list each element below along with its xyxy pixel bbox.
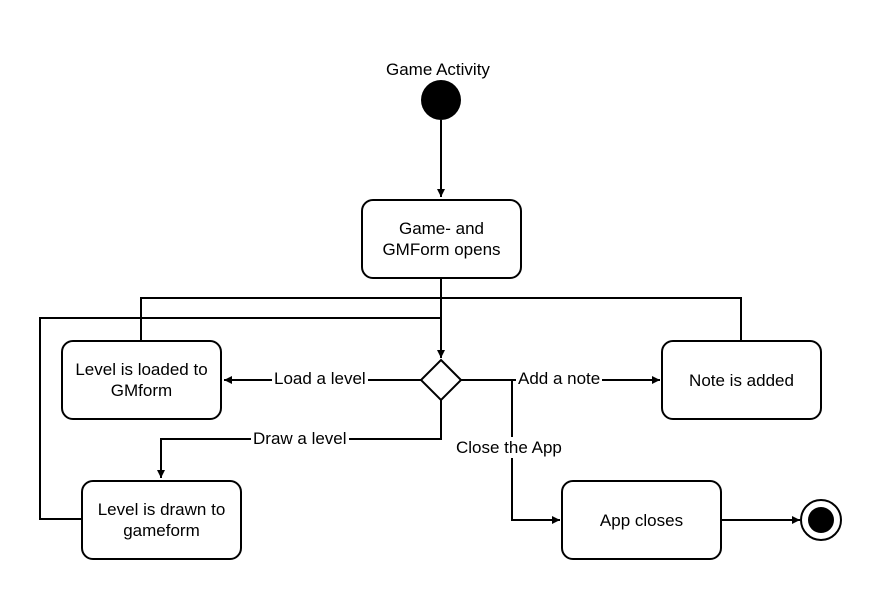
node-level-loaded-label: Level is loaded to GMform [75, 360, 208, 400]
node-game-opens: Game- and GMForm opens [361, 199, 522, 279]
edge-label-load-level: Load a level [272, 368, 368, 389]
edge-label-add-note: Add a note [516, 368, 603, 389]
node-app-closes-label: App closes [599, 510, 684, 530]
edge-label-draw-level: Draw a level [251, 428, 349, 449]
diagram-title: Game Activity [386, 60, 490, 79]
end-node-core [808, 507, 834, 533]
node-level-drawn-label: Level is drawn to gameform [97, 500, 226, 540]
edge-label-close-app: Close the App [454, 437, 564, 458]
node-note-added: Note is added [661, 340, 822, 420]
node-app-closes: App closes [561, 480, 722, 560]
edge-loop-drawn [39, 317, 441, 520]
node-level-drawn: Level is drawn to gameform [81, 480, 242, 560]
node-game-opens-label: Game- and GMForm opens [382, 219, 501, 259]
start-node [421, 80, 461, 120]
node-level-loaded: Level is loaded to GMform [61, 340, 222, 420]
node-note-added-label: Note is added [689, 370, 794, 390]
decision-diamond [419, 358, 463, 402]
edge-close-app [511, 380, 560, 524]
